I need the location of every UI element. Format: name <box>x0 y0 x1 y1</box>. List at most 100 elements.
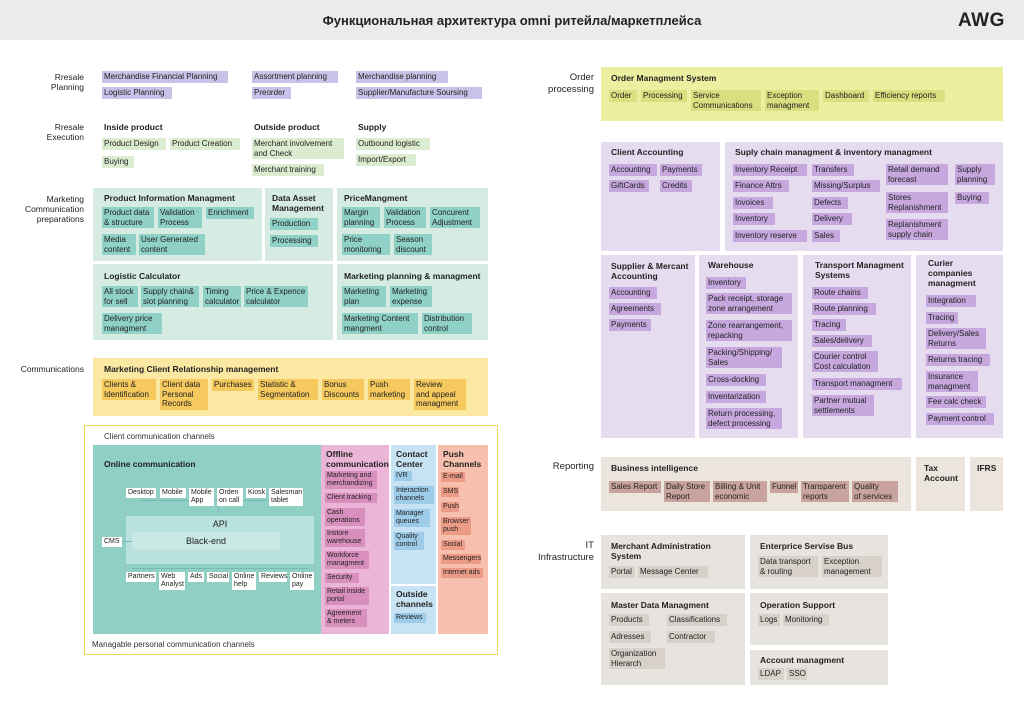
supply-chain-item[interactable]: Replanishment supply chain <box>886 219 948 240</box>
execution-item[interactable]: Import/Export <box>356 154 416 166</box>
execution-item[interactable]: Merchant involvement and Check <box>252 138 344 159</box>
curier-item[interactable]: Insurance managment <box>926 371 978 392</box>
supply-chain-item[interactable]: Invoices <box>733 197 773 209</box>
execution-item[interactable]: Outbound logistic <box>356 138 430 150</box>
planning-item[interactable]: Merchandise planning <box>356 71 448 83</box>
transport-item[interactable]: Courier control Cost calculation <box>812 351 878 372</box>
client-acc-item[interactable]: Credits <box>660 180 692 192</box>
mas-item[interactable]: Message Center <box>638 566 708 578</box>
warehouse-item[interactable]: Inventarization <box>706 391 766 403</box>
supply-chain-item[interactable]: Buying <box>955 192 989 204</box>
logcalc-item[interactable]: Supply chain& slot planning <box>141 286 199 307</box>
push-item[interactable]: E-mail <box>441 472 465 482</box>
push-item[interactable]: Social <box>441 540 465 550</box>
mdm-item[interactable]: Adresses <box>609 631 651 643</box>
push-item[interactable]: Internet ads <box>441 568 483 578</box>
supply-chain-item[interactable]: Defects <box>812 197 848 209</box>
supply-chain-item[interactable]: Sales <box>812 230 840 242</box>
push-item[interactable]: Push <box>441 502 459 512</box>
offline-item[interactable]: Client tracking <box>325 493 377 503</box>
order-item[interactable]: Service Communications <box>691 90 761 111</box>
order-item[interactable]: Processing <box>641 90 687 102</box>
warehouse-item[interactable]: Zone rearrangement, repacking <box>706 320 792 341</box>
mdm-item[interactable]: Classifications <box>667 614 727 626</box>
online-channel[interactable]: Mobile App <box>189 488 214 506</box>
supply-chain-item[interactable]: Inventory reserve <box>733 230 807 242</box>
warehouse-item[interactable]: Inventory <box>706 277 746 289</box>
supply-chain-item[interactable]: Inventory Receipt <box>733 164 807 176</box>
logcalc-item[interactable]: Timing calculator <box>203 286 241 307</box>
contact-item[interactable]: Manager queues <box>394 509 430 527</box>
supply-chain-item[interactable]: Finance Attrs <box>733 180 789 192</box>
logcalc-item[interactable]: Delivery price managment <box>102 313 162 334</box>
crm-item[interactable]: Review and appeal managment <box>414 379 466 410</box>
acc-item[interactable]: LDAP <box>758 668 784 680</box>
execution-item[interactable]: Buying <box>102 156 134 168</box>
price-item[interactable]: Margin planning <box>342 207 380 228</box>
supply-chain-item[interactable]: Retail demand forecast <box>886 164 948 185</box>
online-channel[interactable]: Kiosk <box>246 488 266 498</box>
warehouse-item[interactable]: Packing/Shipping/ Sales <box>706 347 782 368</box>
curier-item[interactable]: Payment control <box>926 413 994 425</box>
offline-item[interactable]: Agreement & meters <box>325 609 367 627</box>
offline-item[interactable]: Workforce managment <box>325 551 369 569</box>
contact-item[interactable]: Interaction channels <box>394 486 434 504</box>
online-service[interactable]: Online help <box>232 572 256 590</box>
offline-item[interactable]: Retail inside portal <box>325 587 369 605</box>
execution-item[interactable]: Merchant training <box>252 164 324 176</box>
online-service[interactable]: Social <box>207 572 229 582</box>
mdm-item[interactable]: Contractor <box>667 631 715 643</box>
online-channel[interactable]: Salesman tablet <box>269 488 303 506</box>
dam-item[interactable]: Production <box>270 218 318 230</box>
mkt-item[interactable]: Marketing plan <box>342 286 386 307</box>
mas-item[interactable]: Portal <box>609 566 635 578</box>
online-service[interactable]: Online pay <box>290 572 314 590</box>
supply-chain-item[interactable]: Supply planning <box>955 164 995 185</box>
supply-chain-item[interactable]: Missing/Surplus <box>812 180 880 192</box>
mkt-item[interactable]: Distribution control <box>422 313 472 334</box>
price-item[interactable]: Concurent Adjustment <box>430 207 480 228</box>
order-item[interactable]: Dashboard <box>823 90 869 102</box>
curier-item[interactable]: Returns tracing <box>926 354 990 366</box>
mdm-item[interactable]: Organization Hierarch <box>609 648 665 669</box>
push-item[interactable]: SMS <box>441 487 459 497</box>
transport-item[interactable]: Tracing <box>812 319 846 331</box>
online-service[interactable]: Web Analyst <box>159 572 185 590</box>
mdm-item[interactable]: Products <box>609 614 649 626</box>
offline-item[interactable]: Instore warehouse <box>325 529 365 547</box>
offline-item[interactable]: Marketing and merchandizing <box>325 471 377 489</box>
warehouse-item[interactable]: Return processing, defect processing <box>706 408 782 429</box>
esb-item[interactable]: Data transport & routing <box>758 556 818 577</box>
warehouse-item[interactable]: Cross-docking <box>706 374 766 386</box>
bi-item[interactable]: Funnel <box>770 481 798 493</box>
pim-item[interactable]: Media content <box>102 234 136 255</box>
order-item[interactable]: Exception managment <box>765 90 819 111</box>
crm-item[interactable]: Purchases <box>212 379 254 391</box>
mkt-item[interactable]: Marketing Content mangment <box>342 313 418 334</box>
client-acc-item[interactable]: Accounting <box>609 164 657 176</box>
client-acc-item[interactable]: GiftCards <box>609 180 649 192</box>
planning-item[interactable]: Logistic Planning <box>102 87 172 99</box>
pim-item[interactable]: Product data & structure <box>102 207 154 228</box>
ops-item[interactable]: Monitoring <box>783 614 829 626</box>
planning-item[interactable]: Preorder <box>252 87 291 99</box>
transport-item[interactable]: Route chains <box>812 287 868 299</box>
price-item[interactable]: Price monitoring <box>342 234 390 255</box>
warehouse-item[interactable]: Pack receipt, storage zone arrangement <box>706 293 792 314</box>
bi-item[interactable]: Sales Report <box>609 481 661 493</box>
curier-item[interactable]: Integration <box>926 295 976 307</box>
pim-item[interactable]: Validation Process <box>158 207 202 228</box>
logcalc-item[interactable]: Price & Expence calculator <box>244 286 308 307</box>
curier-item[interactable]: Delivery/Sales Returns <box>926 328 986 349</box>
contact-item[interactable]: IVR <box>394 471 412 481</box>
supply-chain-item[interactable]: Transfers <box>812 164 854 176</box>
curier-item[interactable]: Tracing <box>926 312 958 324</box>
price-item[interactable]: Season discount <box>394 234 432 255</box>
transport-item[interactable]: Route planning <box>812 303 876 315</box>
execution-item[interactable]: Product Design <box>102 138 166 150</box>
push-item[interactable]: Messengers <box>441 554 482 564</box>
client-acc-item[interactable]: Payments <box>660 164 702 176</box>
crm-item[interactable]: Bonus Discounts <box>322 379 364 400</box>
dam-item[interactable]: Processing <box>270 235 318 247</box>
online-service[interactable]: Partners <box>126 572 156 582</box>
